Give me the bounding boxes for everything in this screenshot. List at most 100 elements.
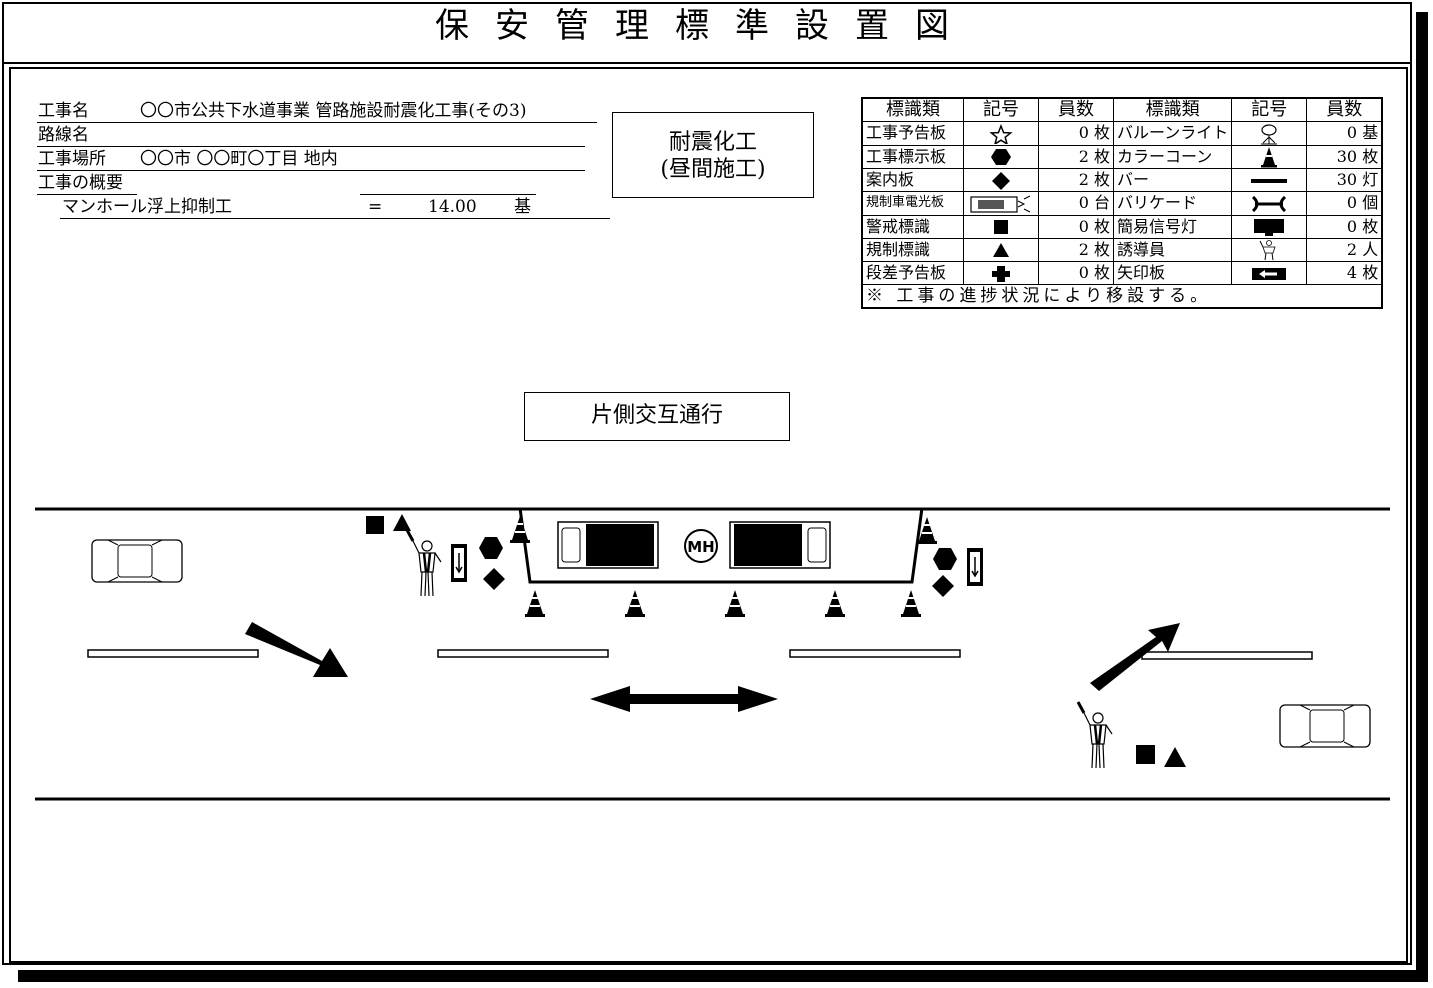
legend-item-count: 0 枚 [1038, 261, 1114, 285]
balloon-light-icon [1261, 123, 1278, 144]
item-qty: 14.00 [428, 197, 477, 217]
project-underline [37, 122, 597, 123]
work-truck-left [557, 521, 659, 569]
legend-item-name: バー [1112, 168, 1233, 192]
work-type-box: 耐震化工 (昼間施工) [612, 112, 814, 198]
frame-shadow-right [1416, 12, 1428, 982]
warning-sign-mark [1136, 745, 1155, 764]
triangle-icon [993, 243, 1009, 258]
item-eq: = [368, 197, 383, 217]
traffic-flow-arrow [1090, 623, 1180, 691]
barricade-icon [1252, 195, 1287, 212]
item-name: マンホール浮上抑制工 [62, 197, 232, 217]
legend-item-count: 0 枚 [1038, 214, 1114, 239]
arrow-board-mark [966, 547, 984, 587]
drawing-title: 保安管理標準設置図 [435, 6, 975, 46]
guide-board-mark [932, 575, 954, 597]
hexagon-icon [991, 149, 1011, 166]
legend-item-count: 0 枚 [1038, 121, 1114, 146]
work-sign-mark [479, 537, 503, 559]
legend-item-count: 30 枚 [1306, 144, 1383, 169]
frame-shadow-bottom [18, 970, 1428, 982]
regulation-sign-mark [1164, 747, 1186, 767]
cross-icon [992, 265, 1010, 282]
project-name: 〇〇市公共下水道事業 管路施設耐震化工事(その3) [140, 101, 527, 121]
legend-item-name: 工事予告板 [861, 121, 964, 146]
legend-row: 工事標示板 2 枚 カラーコーン 30 枚 [861, 144, 1383, 169]
legend-header: 記号 [963, 97, 1039, 122]
traffic-cone [900, 589, 922, 618]
qty-overline [360, 194, 536, 195]
traffic-cone [724, 589, 746, 618]
lane-marking [87, 649, 259, 658]
legend-item-count: 2 枚 [1038, 237, 1114, 262]
legend-item-count: 2 枚 [1038, 144, 1114, 169]
legend-note-row: ※ 工事の進捗状況により移設する。 [861, 284, 1383, 309]
arrow-board-mark [450, 543, 468, 583]
approaching-car-right [1279, 704, 1371, 748]
traffic-cone [624, 589, 646, 618]
bar-icon [1251, 178, 1288, 183]
traffic-cone [509, 515, 531, 544]
legend-item-name: 簡易信号灯 [1112, 214, 1233, 239]
legend-row: 規制標識 2 枚 誘導員 2 人 [861, 237, 1383, 262]
manhole-label: MH [687, 538, 714, 556]
legend-item-name: 誘導員 [1112, 237, 1233, 262]
site-underline [37, 170, 585, 171]
legend-item-count: 0 枚 [1306, 214, 1383, 239]
legend-row: 案内板 2 枚 バー 30 灯 [861, 168, 1383, 192]
traffic-cone [824, 589, 846, 618]
lane-marking [437, 649, 609, 658]
work-type-line1: 耐震化工 [668, 130, 757, 155]
site-label: 工事場所 [38, 149, 106, 169]
title-rule [2, 62, 1412, 64]
legend-item-name: カラーコーン [1112, 144, 1233, 169]
overview-label: 工事の概要 [38, 173, 123, 193]
work-truck-right [729, 521, 831, 569]
legend-item-name: 工事標示板 [861, 144, 964, 169]
regulation-sign-mark [393, 514, 411, 531]
cone-icon [1261, 147, 1278, 168]
lane-marking [789, 649, 961, 658]
flagman-figure [405, 528, 443, 598]
legend-note: ※ 工事の進捗状況により移設する。 [861, 284, 1383, 309]
work-type-line2: (昼間施工) [660, 157, 766, 182]
alternating-traffic-arrow [590, 686, 778, 712]
lane-marking [1141, 651, 1313, 660]
warning-sign-mark [366, 516, 384, 534]
legend-item-name: 規制標識 [861, 237, 964, 262]
flagman-figure [1076, 700, 1114, 770]
legend-header: 員数 [1038, 97, 1114, 122]
traffic-mode-box: 片側交互通行 [524, 392, 790, 441]
sign-truck-icon [970, 195, 1031, 213]
work-sign-mark [933, 548, 957, 570]
route-label: 路線名 [38, 125, 89, 145]
route-underline [37, 146, 585, 147]
guide-board-mark [483, 568, 505, 590]
legend-header: 員数 [1306, 97, 1383, 122]
legend-table: 標識類 記号 員数 標識類 記号 員数 工事予告板 0 枚 バルーンライト 0 … [861, 97, 1384, 309]
manhole-symbol [684, 529, 718, 563]
legend-item-name: 警戒標識 [861, 214, 964, 239]
flagman-icon [1259, 240, 1276, 261]
legend-row: 警戒標識 0 枚 簡易信号灯 0 枚 [861, 214, 1383, 239]
approaching-car-left [91, 539, 183, 583]
legend-item-count: 4 枚 [1306, 261, 1383, 285]
legend-item-count: 2 人 [1306, 237, 1383, 262]
traffic-flow-arrow [245, 622, 348, 677]
inner-frame [9, 67, 1408, 963]
legend-header: 記号 [1231, 97, 1308, 122]
work-zone-barrier [518, 507, 924, 584]
legend-row: 段差予告板 0 枚 矢印板 4 枚 [861, 261, 1383, 285]
arrow-board-icon [1252, 267, 1287, 280]
star-icon [989, 123, 1013, 144]
signal-light-icon [1254, 219, 1285, 236]
square-icon [994, 220, 1008, 234]
legend-item-name: 案内板 [861, 168, 964, 192]
diamond-icon [992, 171, 1010, 190]
item-underline [60, 218, 610, 219]
legend-header-row: 標識類 記号 員数 標識類 記号 員数 [861, 97, 1383, 122]
legend-row: 工事予告板 0 枚 バルーンライト 0 基 [861, 121, 1383, 146]
legend-item-name: 矢印板 [1112, 261, 1233, 285]
